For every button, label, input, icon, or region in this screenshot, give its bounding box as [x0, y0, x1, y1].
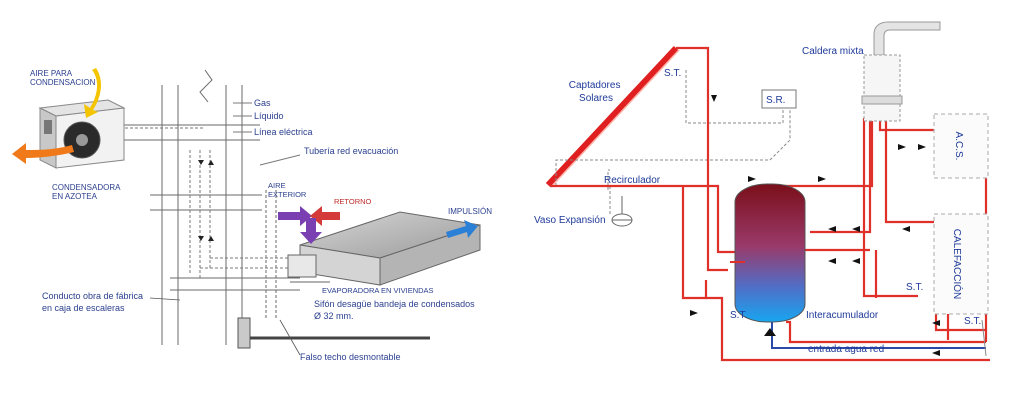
label-gas: Gas [254, 98, 271, 108]
label-condensadora: CONDENSADORA EN AZOTEA [52, 183, 122, 201]
return-air-arrow [310, 206, 340, 226]
refrigerant-lines [125, 102, 301, 280]
exterior-air-arrow [278, 206, 312, 226]
label-falso-techo: Falso techo desmontable [300, 352, 401, 362]
flow-arrows [690, 95, 940, 356]
label-entrada-agua: entrada agua red [808, 344, 884, 355]
air-intake-arrow [84, 68, 102, 118]
label-st-left: S.T. [730, 310, 747, 321]
solar-regulator-box [761, 89, 797, 109]
label-caldera-mixta: Caldera mixta [802, 46, 864, 57]
label-st-top: S.T. [664, 68, 681, 79]
air-exhaust-arrow [12, 143, 74, 164]
ac-installation-diagram: AIRE PARA CONDENSACION CONDENSADORA EN A… [12, 68, 492, 362]
calefaccion-box [933, 213, 989, 315]
label-tuberia-red: Tubería red evacuación [304, 146, 398, 156]
solar-circuit-pipes [550, 46, 990, 362]
label-aire-condensacion: AIRE PARA CONDENSACION [30, 69, 96, 87]
label-acs: A.C.S. [953, 132, 964, 161]
evaporator-unit [287, 211, 481, 286]
label-captadores: Captadores Solares [569, 80, 623, 104]
label-st-calef: S.T. [906, 282, 923, 293]
label-recirculador: Recirculador [604, 175, 661, 186]
label-liquido: Líquido [254, 111, 284, 121]
interacumulador-tank [730, 183, 806, 323]
building-structure [120, 69, 430, 349]
impulsion-arrow [446, 220, 478, 238]
supply-air-down-arrow [300, 218, 322, 244]
condenser-unit [38, 99, 126, 169]
solar-hot-water-diagram: Caldera mixta Captadores Solares S.T. S.… [534, 21, 990, 362]
label-evaporadora: EVAPORADORA EN VIVIENDAS [322, 286, 434, 295]
label-retorno: RETORNO [334, 197, 372, 206]
caldera-mixta-unit [861, 21, 941, 122]
flow-markers [198, 160, 214, 241]
cold-water-inlet-pipe [771, 322, 986, 349]
label-linea-electrica: Línea eléctrica [254, 127, 313, 137]
label-sr: S.R. [766, 95, 785, 106]
acs-box [933, 113, 989, 179]
label-st-right: S.T. [964, 316, 981, 327]
label-aire-exterior: AIRE EXTERIOR [268, 181, 307, 199]
label-vaso-expansion: Vaso Expansión [534, 215, 606, 226]
solar-collector-panel [545, 45, 679, 188]
expansion-vessel [611, 196, 633, 227]
sensor-lines [555, 70, 791, 215]
label-sifon: Sifón desagüe bandeja de condensados Ø 3… [314, 299, 477, 321]
label-interacumulador: Interacumulador [806, 310, 879, 321]
label-conducto: Conducto obra de fábrica en caja de esca… [42, 291, 146, 313]
label-impulsion: IMPULSIÓN [448, 207, 492, 216]
label-calefaccion: CALEFACCIÓN [951, 229, 964, 300]
